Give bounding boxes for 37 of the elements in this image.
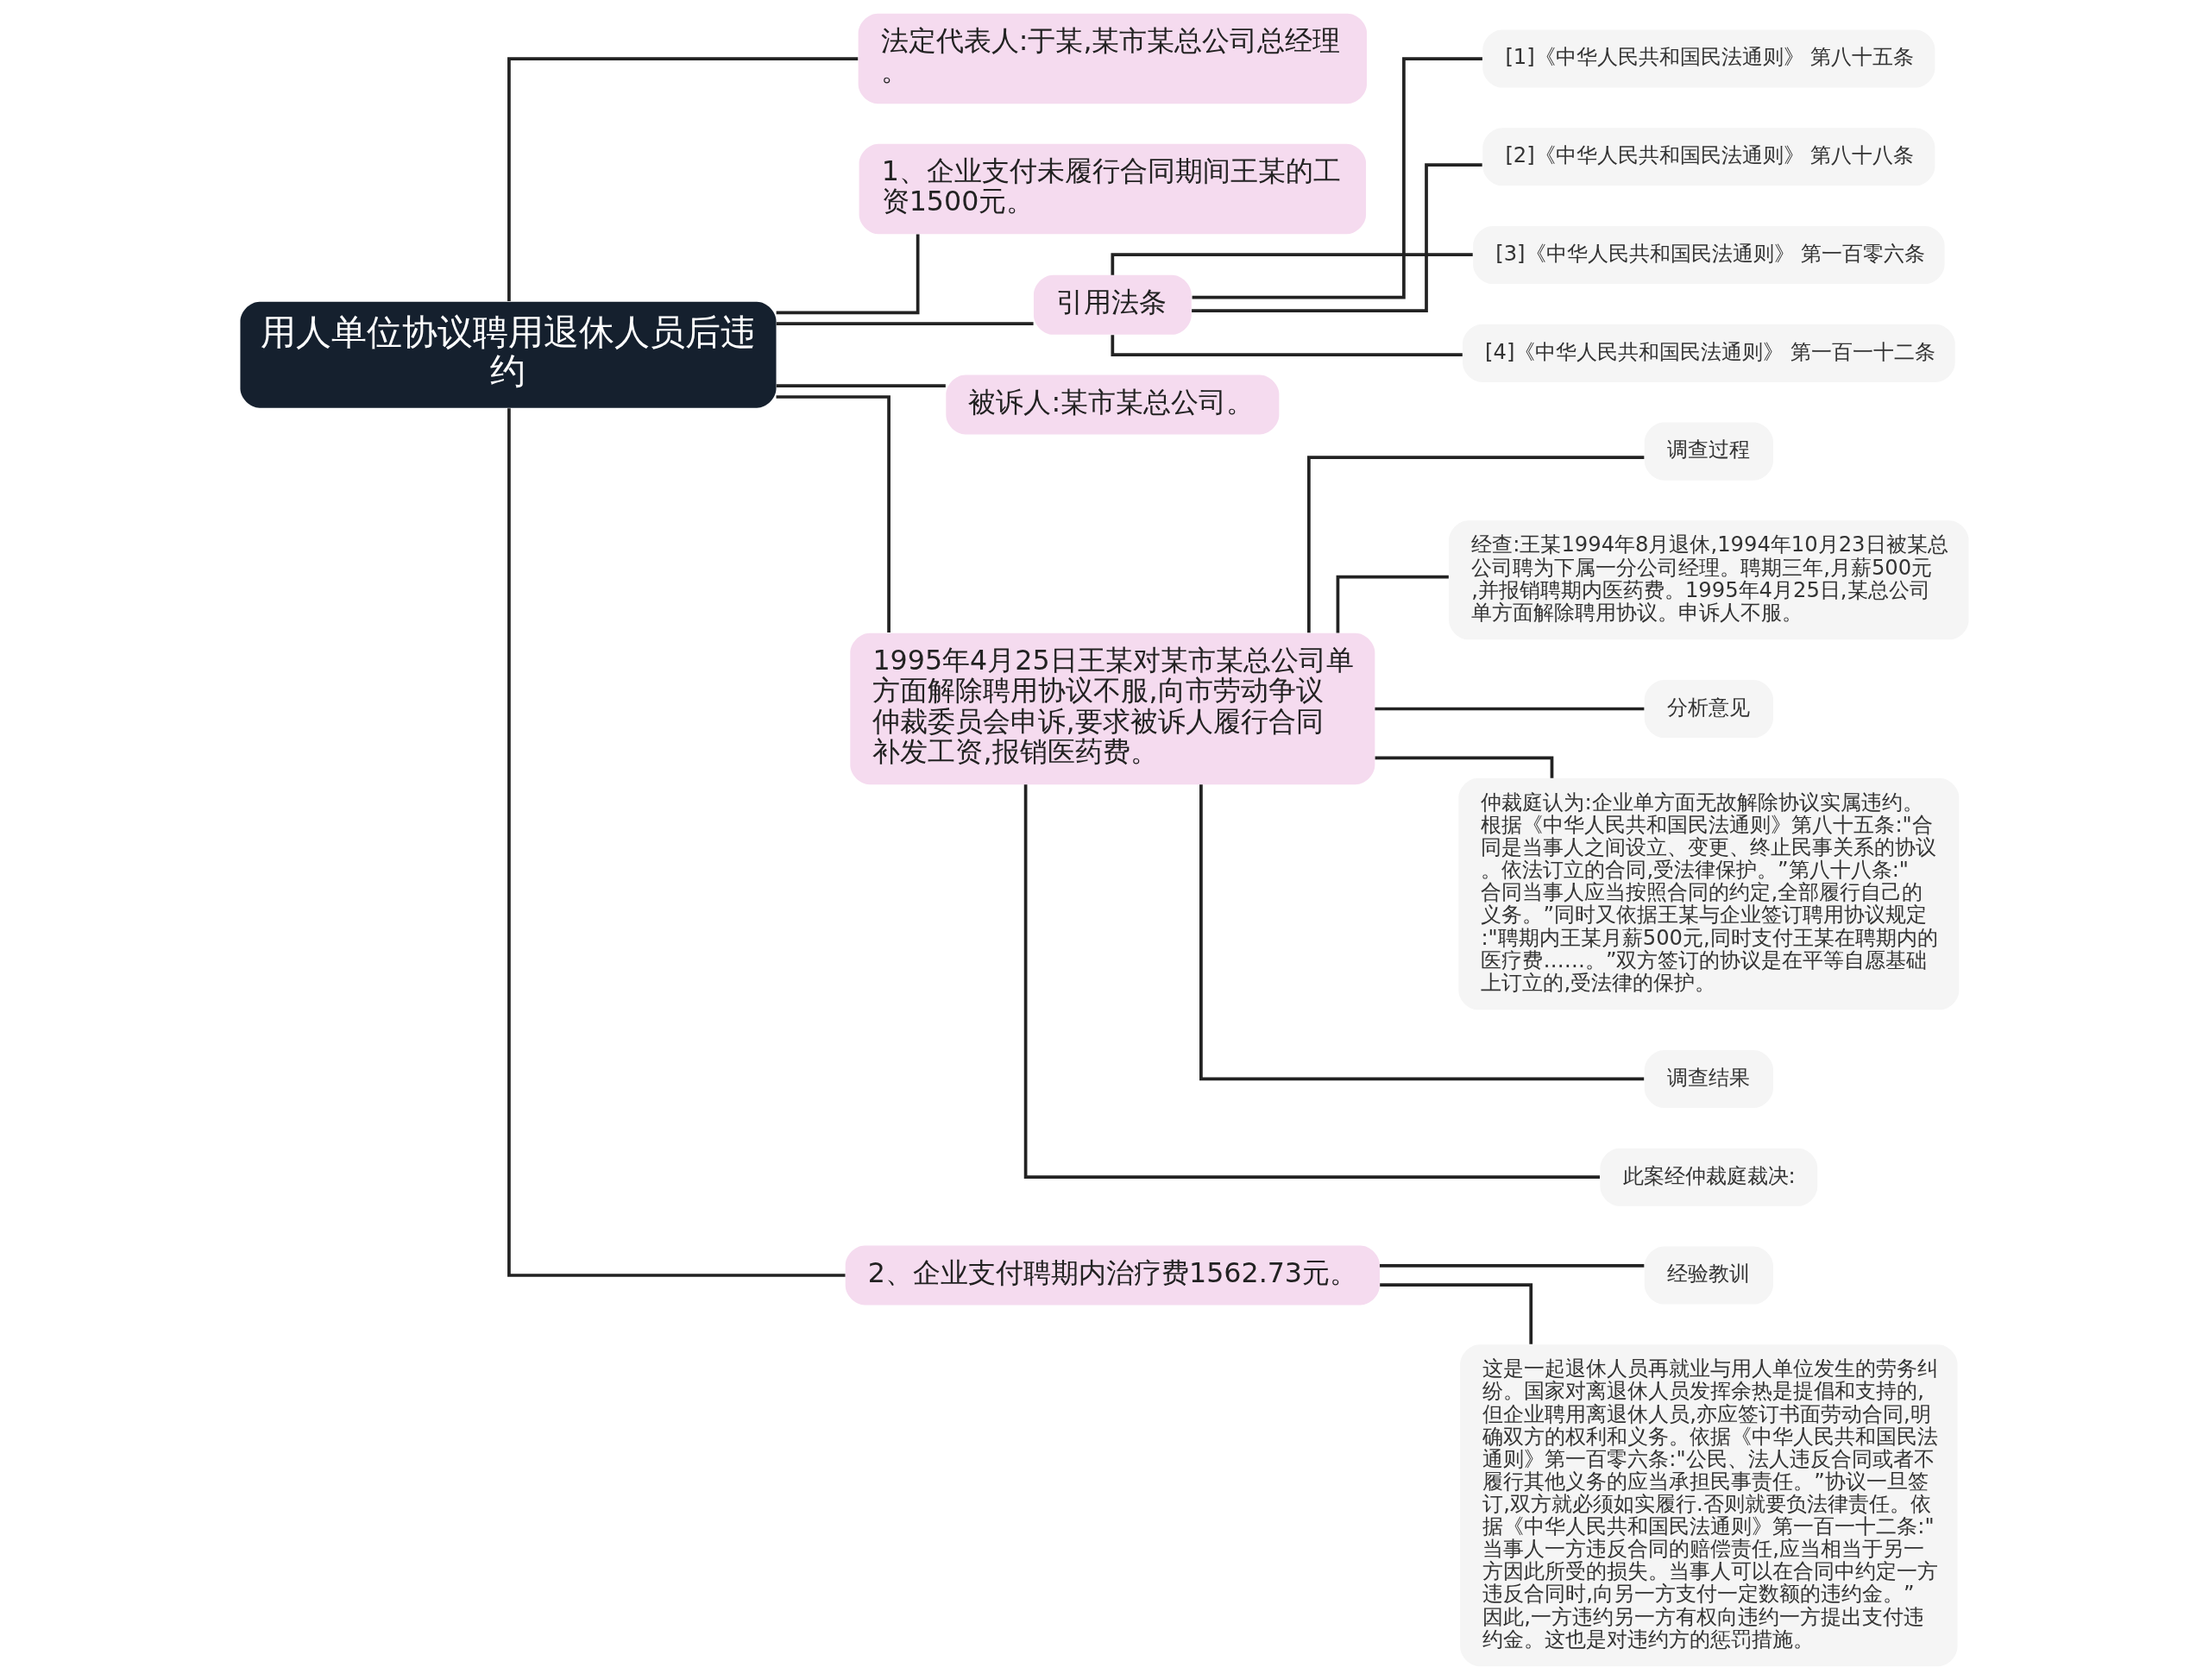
node-box: [3]《中华人民共和国民法通则》 第一百零六条 [1473,226,1945,285]
connector [1380,1283,1533,1344]
node-box: 引用法条 [1033,274,1192,335]
node-box: 1995年4月25日王某对某市某总公司单方面解除聘用协议不服,向市劳动争议仲裁委员会申诉,要求被诉人履行合同补发工资,报销医药费。 [850,632,1375,785]
connector [776,234,920,315]
node-box: 这是一起退休人员再就业与用人单位发生的劳务纠纷。国家对离退休人员发挥余热是提倡和支持的,但企业聘用离退休人员,亦应签订书面劳动合同,明确双方的权利和义务。依据《中华人民共和国民法通则》第一百零六条:"公民、法人违反合同或者不履行其他义务的应当承担民事责任。”协议一旦签订,双方就必须如实履行.否则就要负法律责任。依据《中华人民共和国民法通则》第一百一十二条:"当事人一方违反合同的赔偿责任,应当相当于另一方因此所受的损失。当事人可以在合同中约定一方违反合同时,向另一方支付一定数额的违约金。”因此,一方违约另一方有权向违约一方提出支付违约金。这也是对违约方的惩罚措施。 [1460,1344,1958,1667]
node-box: 调查结果 [1644,1049,1773,1109]
node-box: 被诉人:某市某总公司。 [946,374,1280,435]
node-box: 经验教训 [1644,1246,1773,1305]
connector [507,57,859,302]
connector [1199,784,1645,1081]
connector [1307,456,1645,633]
connector [1375,756,1554,778]
node-box: [1]《中华人民共和国民法通则》 第八十五条 [1482,29,1935,88]
node-box: 用人单位协议聘用退休人员后违约 [240,301,777,408]
connector [1111,335,1463,357]
node-box: 2、企业支付聘期内治疗费1562.73元。 [845,1245,1380,1306]
connector [1375,707,1645,711]
connector [776,384,946,388]
node-box: 分析意见 [1644,679,1773,739]
node-box: 调查过程 [1644,422,1773,481]
node-box: [2]《中华人民共和国民法通则》 第八十八条 [1482,128,1935,186]
connector [1192,163,1482,313]
connector [1379,1263,1645,1268]
node-box: 1、企业支付未履行合同期间王某的工资1500元。 [859,143,1367,235]
connector [1023,784,1600,1180]
connector [776,395,891,633]
node-box: 经查:王某1994年8月退休,1994年10月23日被某总公司聘为下属一分公司经理。聘期三年,月薪500元,并报销聘期内医药费。1995年4月25日,某总公司单方面解除聘用协议。申诉人不服。 [1449,520,1969,640]
connector [1336,575,1449,633]
connector [1111,253,1473,275]
connector [1192,57,1482,299]
node-box: 此案经仲裁庭裁决: [1600,1148,1818,1206]
node-box: 仲裁庭认为:企业单方面无故解除协议实属违约。根据《中华人民共和国民法通则》第八十五条:"合同是当事人之间设立、变更、终止民事关系的协议。依法订立的合同,受法律保护。”第八十八条:"合同当事人应当按照合同的约定,全部履行自己的义务。”同时又依据王某与企业签订聘用协议规定:"聘期内王某月薪500元,同时支付王某在聘期内的医疗费……。”双方签订的协议是在平等自愿基础上订立的,受法律的保护。 [1458,777,1960,1010]
connector [507,408,846,1277]
node-box: [4]《中华人民共和国民法通则》 第一百一十二条 [1463,324,1955,382]
connector [776,322,1034,325]
node-box: 法定代表人:于某,某市某总公司总经理。 [858,13,1367,104]
